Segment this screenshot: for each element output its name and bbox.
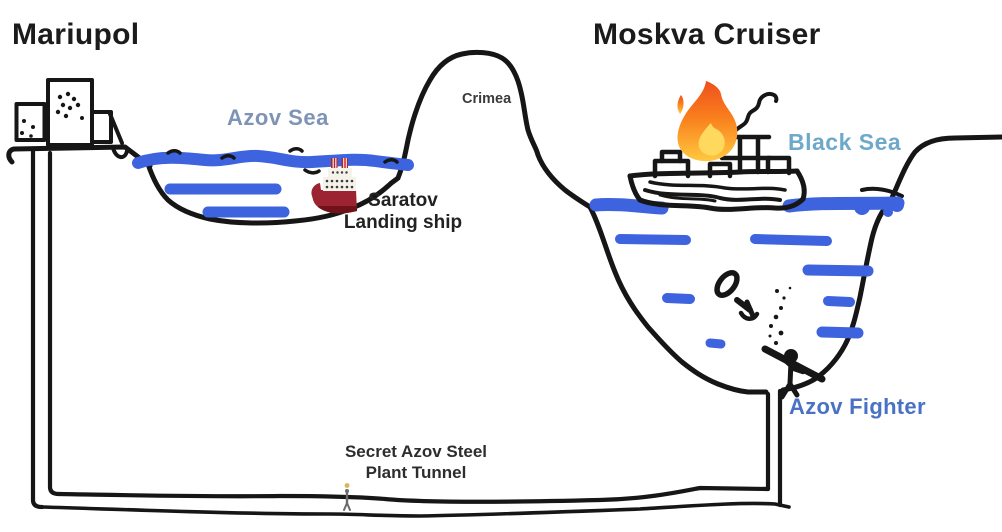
azov-fighter-icon xyxy=(761,345,826,400)
saratov-label-line1: Saratov xyxy=(368,190,438,211)
black-sea-label: Black Sea xyxy=(788,129,902,155)
azov-sea-water xyxy=(132,149,414,218)
saratov-ship-label: Saratov Landing ship xyxy=(339,190,467,234)
moskva-ship-icon xyxy=(627,92,807,212)
sinking-anchor-icon xyxy=(714,270,760,321)
azov-fighter-label: Azov Fighter xyxy=(789,394,926,419)
azov-sea-label: Azov Sea xyxy=(227,105,329,130)
smoke-squiggle-icon xyxy=(734,92,779,132)
black-sea-water xyxy=(589,196,905,349)
tunnel-lines xyxy=(30,147,791,518)
coastline xyxy=(6,49,1002,395)
bubbles-icon xyxy=(768,286,792,345)
shore-water-blobs xyxy=(854,198,904,217)
secret-tunnel-label: Secret Azov Steel Plant Tunnel xyxy=(330,441,502,483)
tunnel-person-icon xyxy=(343,483,351,511)
mariupol-title: Mariupol xyxy=(12,18,140,51)
building-windows xyxy=(20,91,84,138)
saratov-ship-icon xyxy=(311,158,357,214)
moskva-cruiser-title: Moskva Cruiser xyxy=(593,18,821,51)
tunnel-label-line2: Plant Tunnel xyxy=(365,463,467,482)
saratov-label-line2: Landing ship xyxy=(343,212,463,233)
crimea-label: Crimea xyxy=(462,91,512,107)
fire-icon xyxy=(677,81,738,162)
wave-ticks xyxy=(166,147,399,175)
tunnel-label-line1: Secret Azov Steel xyxy=(344,442,488,461)
azovstal-plant-buildings-icon xyxy=(14,78,129,159)
